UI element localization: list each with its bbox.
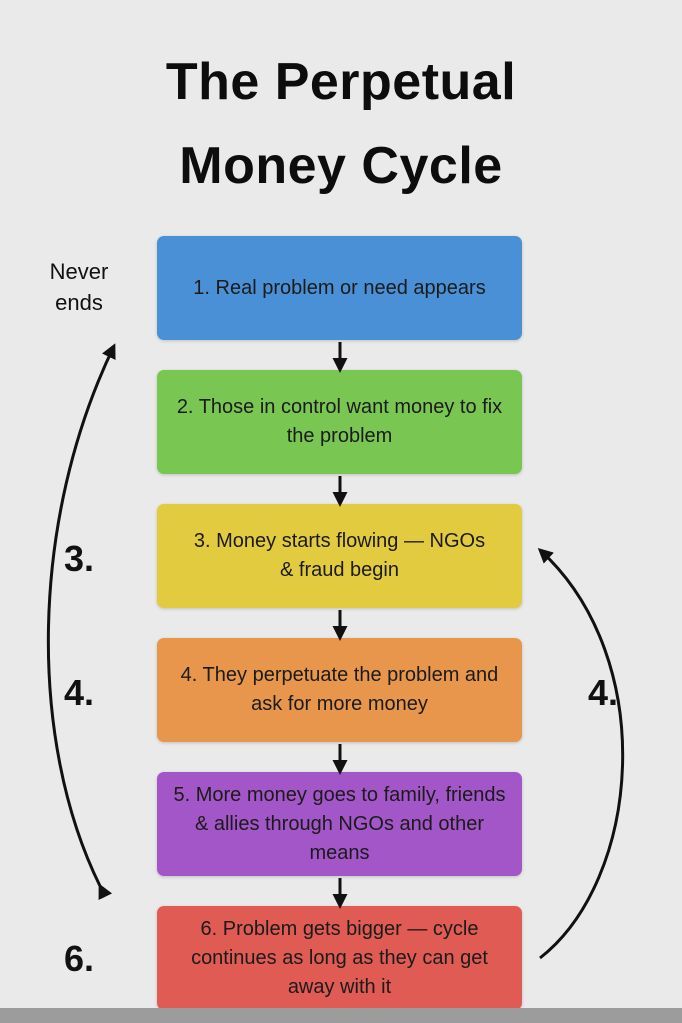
step-5-text: 5. More money goes to family, friends & … bbox=[173, 783, 506, 864]
step-3-text: 3. Money starts flowing — NGOs & fraud b… bbox=[193, 530, 486, 581]
step-6-box: 6. Problem gets bigger — cycle continues… bbox=[157, 906, 522, 1010]
never-ends-line-1: Never bbox=[49, 259, 109, 284]
step-5-box: 5. More money goes to family, friends & … bbox=[157, 772, 522, 876]
step-6-text: 6. Problem gets bigger — cycle continues… bbox=[191, 917, 488, 998]
never-ends-label: Never ends bbox=[24, 256, 134, 318]
never-ends-line-2: ends bbox=[55, 290, 103, 315]
step-1-text: 1. Real problem or need appears bbox=[193, 276, 486, 299]
left-number-6: 6. bbox=[64, 938, 95, 979]
step-2-box: 2. Those in control want money to fix th… bbox=[157, 370, 522, 474]
step-1-box: 1. Real problem or need appears bbox=[157, 236, 522, 340]
step-3-box: 3. Money starts flowing — NGOs & fraud b… bbox=[157, 504, 522, 608]
title-line-1: The Perpetual bbox=[165, 53, 517, 111]
step-2-text: 2. Those in control want money to fix th… bbox=[176, 396, 503, 447]
title-line-2: Money Cycle bbox=[179, 137, 503, 195]
step-4-text: 4. They perpetuate the problem and ask f… bbox=[180, 664, 499, 715]
step-4-box: 4. They perpetuate the problem and ask f… bbox=[157, 638, 522, 742]
right-cycle-arrow bbox=[537, 547, 625, 960]
left-cycle-arrow bbox=[46, 343, 116, 901]
left-number-3: 3. bbox=[64, 538, 95, 579]
bottom-strip bbox=[0, 1008, 682, 1023]
left-number-4: 4. bbox=[64, 672, 95, 713]
